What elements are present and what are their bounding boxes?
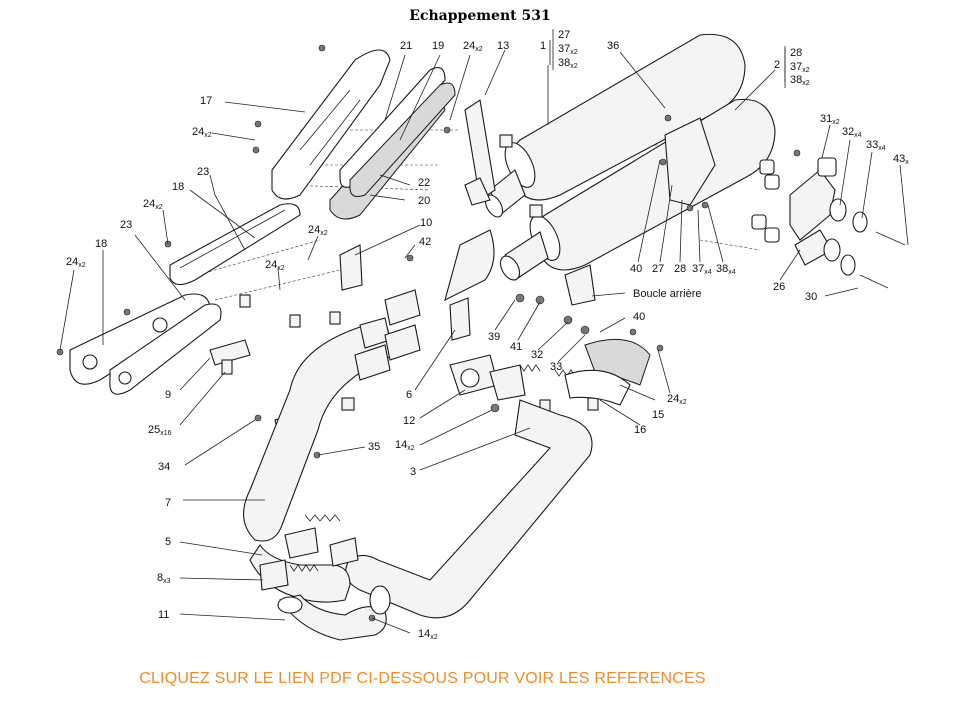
callout-23-a: 23	[197, 166, 209, 178]
callout-labels: 21 19 24x2 13 1 27 37x2 38x2 36 2 28 37x…	[66, 29, 909, 641]
callout-group-1-line-1: 27	[558, 29, 570, 41]
callout-30: 30	[805, 291, 817, 303]
callout-24-e: 24x2	[66, 256, 86, 269]
callout-18-b: 18	[95, 238, 107, 250]
callout-24-g: 24x2	[667, 393, 687, 406]
callout-24-b: 24x2	[192, 126, 212, 139]
callout-22: 22	[418, 177, 430, 189]
callout-41: 41	[510, 341, 522, 353]
callout-15: 15	[652, 409, 664, 421]
gasket-plates	[329, 67, 456, 220]
connector-sleeves	[259, 229, 495, 591]
exhaust-pipe-11	[277, 585, 391, 641]
callout-14-b: 14x2	[418, 628, 438, 641]
callout-39: 39	[488, 331, 500, 343]
exhaust-pipe-7	[243, 319, 396, 542]
callout-42: 42	[419, 236, 431, 248]
callout-25: 25x16	[148, 424, 172, 437]
callout-18-a: 18	[172, 181, 184, 193]
callout-group-1-head: 1	[540, 40, 546, 52]
callout-9: 9	[165, 389, 171, 401]
side-plate-23	[109, 303, 222, 395]
callout-13: 13	[497, 40, 509, 52]
callout-group-2-head: 2	[774, 59, 780, 71]
callout-26: 26	[773, 281, 785, 293]
callout-20: 20	[418, 195, 430, 207]
callout-14-a: 14x2	[395, 439, 415, 452]
callout-group-2-line-2: 37x2	[790, 61, 810, 74]
callout-19: 19	[432, 40, 444, 52]
exhaust-pipe-3	[345, 399, 593, 619]
callout-32-a: 32x4	[842, 126, 862, 139]
callout-37: 37x4	[692, 263, 712, 276]
brackets	[209, 99, 716, 461]
callout-24-d: 24x2	[308, 224, 328, 237]
callout-36: 36	[607, 40, 619, 52]
callout-27: 27	[652, 263, 664, 275]
callout-3: 3	[410, 466, 416, 478]
callout-31: 31x2	[820, 113, 840, 126]
callout-35: 35	[368, 441, 380, 453]
callout-28: 28	[674, 263, 686, 275]
callout-33-a: 33x4	[866, 139, 886, 152]
callout-10: 10	[420, 217, 432, 229]
callout-group-2-line-1: 28	[790, 47, 802, 59]
callout-34: 34	[158, 461, 170, 473]
side-plate-18-upper	[169, 203, 301, 286]
callout-group-2-line-3: 38x2	[790, 74, 810, 87]
pdf-link-banner: CLIQUEZ SUR LE LIEN PDF CI-DESSOUS POUR …	[139, 670, 706, 687]
group-brackets	[552, 29, 786, 88]
callout-32-b: 32	[531, 349, 543, 361]
callout-24: 24x2	[463, 40, 483, 53]
callout-24-c: 24x2	[143, 198, 163, 211]
springs-8	[289, 364, 576, 572]
callout-24-f: 24x2	[265, 259, 285, 272]
callout-11: 11	[158, 609, 169, 621]
callout-33-b: 33	[550, 361, 562, 373]
heat-shield-17	[271, 49, 391, 200]
callout-5: 5	[165, 536, 171, 548]
flange-12	[449, 354, 526, 401]
callout-23-b: 23	[120, 219, 132, 231]
hanger-assembly	[751, 157, 906, 289]
callout-43: 43x	[893, 153, 909, 166]
heat-shield-15-16	[564, 338, 651, 406]
callout-40-b: 40	[633, 311, 645, 323]
silencer-lower	[499, 98, 776, 281]
callout-38: 38x4	[716, 263, 736, 276]
callout-boucle-arriere: Boucle arrière	[633, 288, 701, 300]
callout-40-a: 40	[630, 263, 642, 275]
callout-21: 21	[400, 40, 412, 52]
callout-8: 8x3	[157, 572, 171, 585]
callout-16: 16	[634, 424, 646, 436]
callout-7: 7	[165, 497, 171, 509]
callout-group-1-line-2: 37x2	[558, 43, 578, 56]
callout-group-1-line-3: 38x2	[558, 57, 578, 70]
callout-17: 17	[200, 95, 212, 107]
callout-6: 6	[406, 389, 412, 401]
callout-12: 12	[403, 415, 415, 427]
diagram-title: Echappement 531	[409, 8, 551, 24]
bolts	[56, 44, 801, 622]
